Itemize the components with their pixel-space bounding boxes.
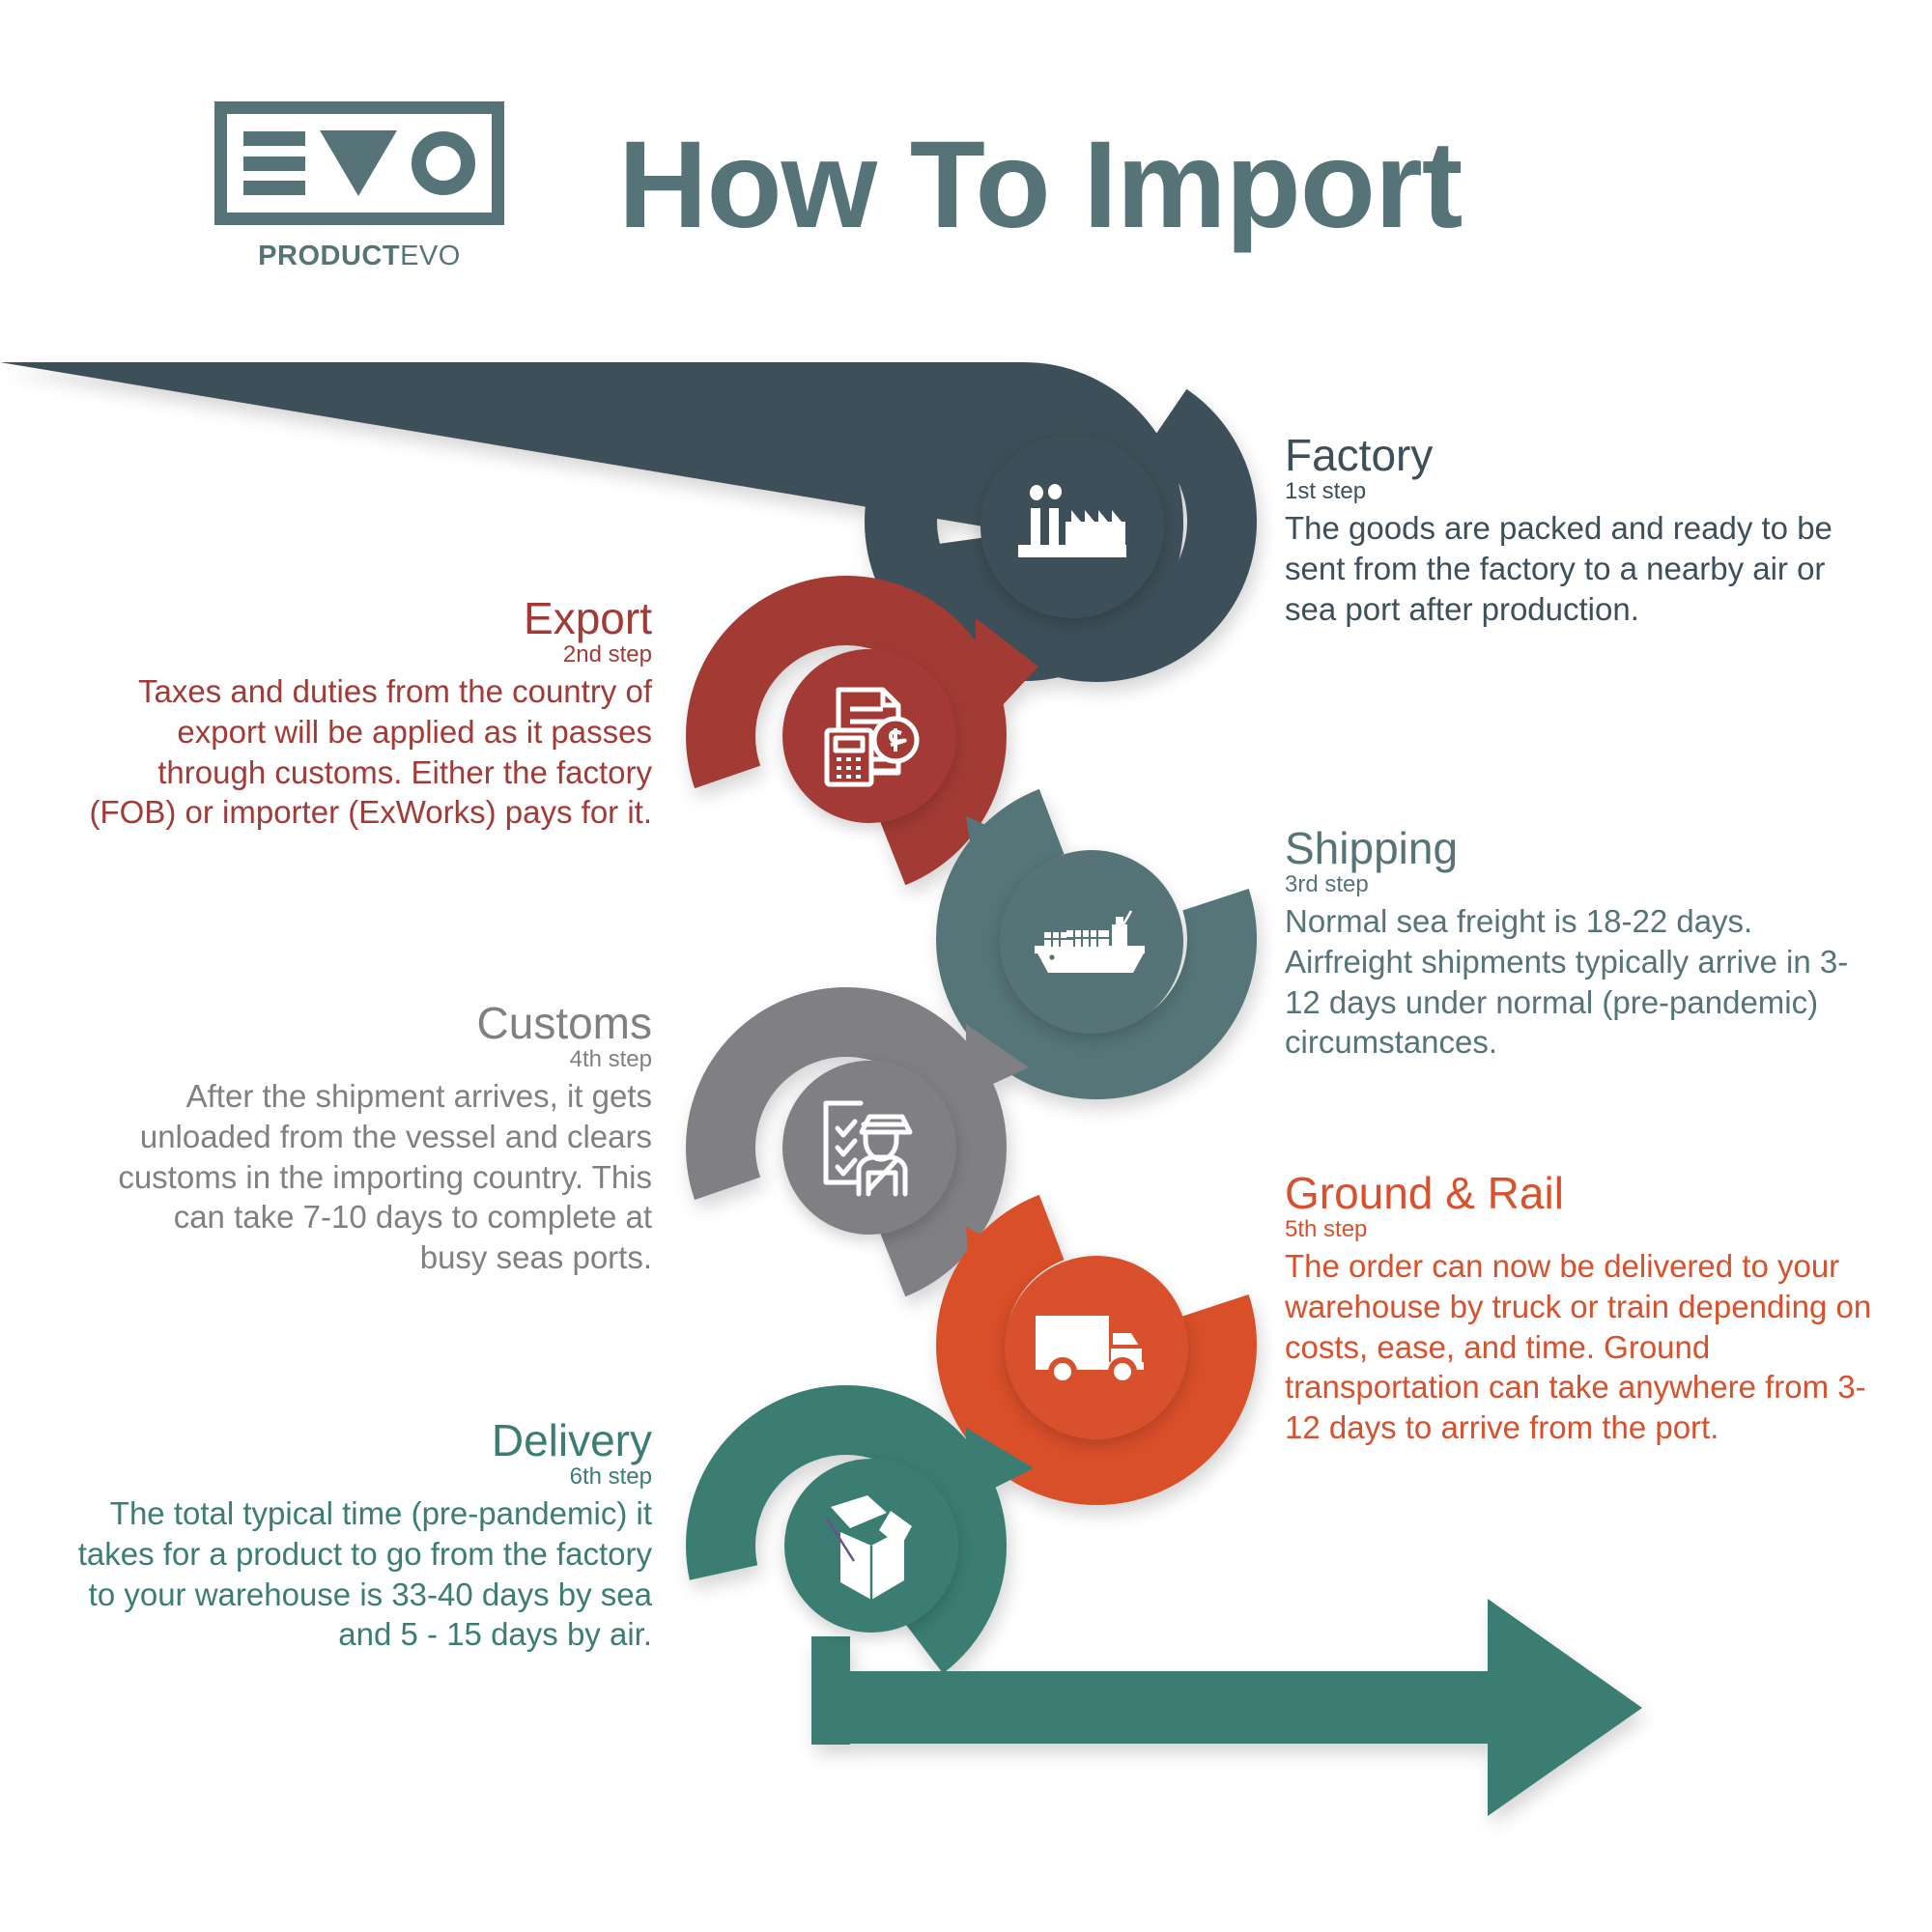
step-title-ground: Ground & Rail — [1285, 1168, 1564, 1218]
step-body-factory: The goods are packed and ready to be sen… — [1285, 510, 1833, 627]
step-icon-disc-factory — [980, 435, 1164, 618]
customs-officer-icon — [812, 1094, 926, 1202]
logo-letter-e-icon — [243, 131, 305, 195]
wordmark-product: PRODUCT — [258, 241, 401, 271]
step-sublabel-factory: 1st step — [1285, 478, 1367, 504]
flow-ring-delivery — [686, 1385, 1007, 1706]
flow-connector-1-2 — [976, 618, 1038, 734]
step-title-shipping: Shipping — [1285, 823, 1459, 873]
factory-icon — [1014, 483, 1130, 570]
step-title-export: Export — [524, 593, 652, 643]
step-sublabel-ground: 5th step — [1285, 1216, 1368, 1242]
step-title-delivery: Delivery — [491, 1415, 652, 1465]
step-text-ground: Ground & Rail 5th step The order can now… — [1285, 1171, 1874, 1447]
delivery-truck-icon — [1034, 1306, 1159, 1389]
step-sublabel-export: 2nd step — [562, 641, 652, 668]
step-sublabel-shipping: 3rd step — [1285, 871, 1369, 897]
step-icon-disc-export — [782, 649, 956, 823]
step-body-customs: After the shipment arrives, it gets unlo… — [118, 1078, 652, 1275]
wordmark-evo: EVO — [400, 241, 461, 271]
flow-ring-export — [686, 576, 1007, 896]
step-icon-disc-ground — [1005, 1256, 1188, 1439]
step-title-factory: Factory — [1285, 430, 1434, 480]
step-text-delivery: Delivery 6th step The total typical time… — [77, 1418, 652, 1655]
infographic-header: PRODUCTEVO How To Import — [0, 0, 1932, 348]
step-icon-disc-customs — [782, 1061, 956, 1235]
logo-letter-o-icon — [412, 131, 475, 195]
brand-wordmark: PRODUCTEVO — [214, 241, 504, 272]
evo-logo-mark — [214, 101, 504, 225]
step-title-customs: Customs — [476, 998, 652, 1048]
invoice-calculator-icon — [813, 680, 925, 792]
flow-ring-ground — [936, 1184, 1257, 1505]
step-text-customs: Customs 4th step After the shipment arri… — [106, 1001, 652, 1277]
open-box-icon — [811, 1486, 931, 1605]
flow-delivery-joint — [811, 1636, 850, 1745]
step-body-delivery: The total typical time (pre-pandemic) it… — [77, 1495, 652, 1653]
step-body-shipping: Normal sea freight is 18-22 days. Airfre… — [1285, 903, 1849, 1061]
flow-ring-customs — [686, 987, 1007, 1308]
flow-connector-4-5 — [966, 1227, 1038, 1299]
flow-connector-2-3 — [966, 816, 1043, 879]
step-body-ground: The order can now be delivered to your w… — [1285, 1248, 1872, 1445]
step-sublabel-customs: 4th step — [569, 1046, 652, 1072]
page-title: How To Import — [618, 116, 1463, 254]
step-sublabel-delivery: 6th step — [569, 1463, 652, 1490]
logo-letter-v-icon — [320, 130, 397, 196]
container-ship-icon — [1031, 903, 1152, 980]
flow-connector-5-6 — [966, 1428, 1034, 1502]
flow-ring-factory-arc — [936, 361, 1257, 682]
flow-ring-shipping — [936, 779, 1257, 1099]
brand-logo: PRODUCTEVO — [214, 101, 504, 272]
step-text-shipping: Shipping 3rd step Normal sea freight is … — [1285, 826, 1874, 1063]
step-text-factory: Factory 1st step The goods are packed an… — [1285, 433, 1864, 629]
step-text-export: Export 2nd step Taxes and duties from th… — [77, 596, 652, 833]
step-body-export: Taxes and duties from the country of exp… — [89, 673, 652, 831]
flow-connector-3-4 — [966, 1024, 1029, 1096]
flow-segment-delivery-tail — [811, 1599, 1642, 1816]
step-icon-disc-shipping — [1000, 850, 1183, 1034]
step-icon-disc-delivery — [784, 1459, 958, 1633]
